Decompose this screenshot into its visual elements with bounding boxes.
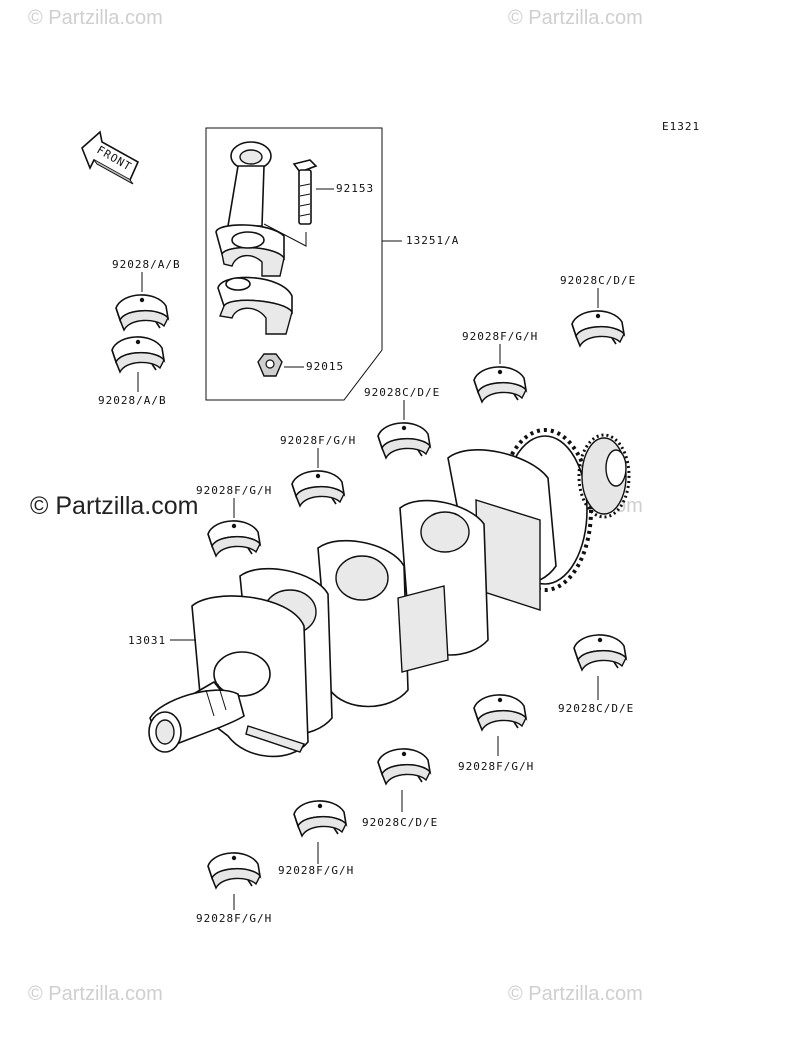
label-journal-bearing-4: 92028F/G/H (280, 434, 356, 447)
front-arrow-icon: FRONT (81, 130, 140, 185)
label-lower-bearing-2: 92028F/G/H (458, 760, 534, 773)
watermark-top-left: © Partzilla.com (28, 7, 163, 29)
label-conrod-assy: 13251/A (406, 234, 459, 247)
label-crankshaft: 13031 (128, 634, 166, 647)
lower-bearing-1-shell (573, 634, 627, 671)
rod-bolt (263, 159, 318, 247)
journal-bearing-4-shell (291, 470, 345, 507)
label-journal-bearing-1: 92028C/D/E (560, 274, 636, 287)
label-rod-bolt: 92153 (336, 182, 374, 195)
rod-cap (217, 276, 293, 335)
rod-bearing-lower-shell (111, 336, 165, 373)
label-journal-bearing-5: 92028F/G/H (196, 484, 272, 497)
journal-bearing-5-shell (207, 520, 261, 557)
label-lower-bearing-1: 92028C/D/E (558, 702, 634, 715)
rod-nut (257, 353, 283, 377)
lower-bearing-2-shell (473, 694, 527, 731)
label-rod-bearing-lower: 92028/A/B (98, 394, 167, 407)
watermark-bottom-left: © Partzilla.com (28, 983, 163, 1005)
conrod-assembly-box (205, 127, 383, 401)
journal-bearing-3-shell (377, 422, 431, 459)
journal-bearing-2-shell (473, 366, 527, 403)
rod-bearing-upper-shell (115, 294, 169, 331)
label-journal-bearing-3: 92028C/D/E (364, 386, 440, 399)
label-lower-bearing-4: 92028F/G/H (278, 864, 354, 877)
watermark-top-right: © Partzilla.com (508, 7, 643, 29)
label-lower-bearing-5: 92028F/G/H (196, 912, 272, 925)
lower-bearing-3-shell (377, 748, 431, 785)
label-rod-bearing-upper: 92028/A/B (112, 258, 181, 271)
label-journal-bearing-2: 92028F/G/H (462, 330, 538, 343)
watermark-bottom-right: © Partzilla.com (508, 983, 643, 1005)
watermark-center: © Partzilla.com (30, 492, 198, 520)
connecting-rod (215, 141, 285, 277)
crankshaft (148, 428, 631, 758)
lower-bearing-4-shell (293, 800, 347, 837)
label-rod-nut: 92015 (306, 360, 344, 373)
lower-bearing-5-shell (207, 852, 261, 889)
label-lower-bearing-3: 92028C/D/E (362, 816, 438, 829)
journal-bearing-1-shell (571, 310, 625, 347)
diagram-code: E1321 (662, 120, 700, 133)
